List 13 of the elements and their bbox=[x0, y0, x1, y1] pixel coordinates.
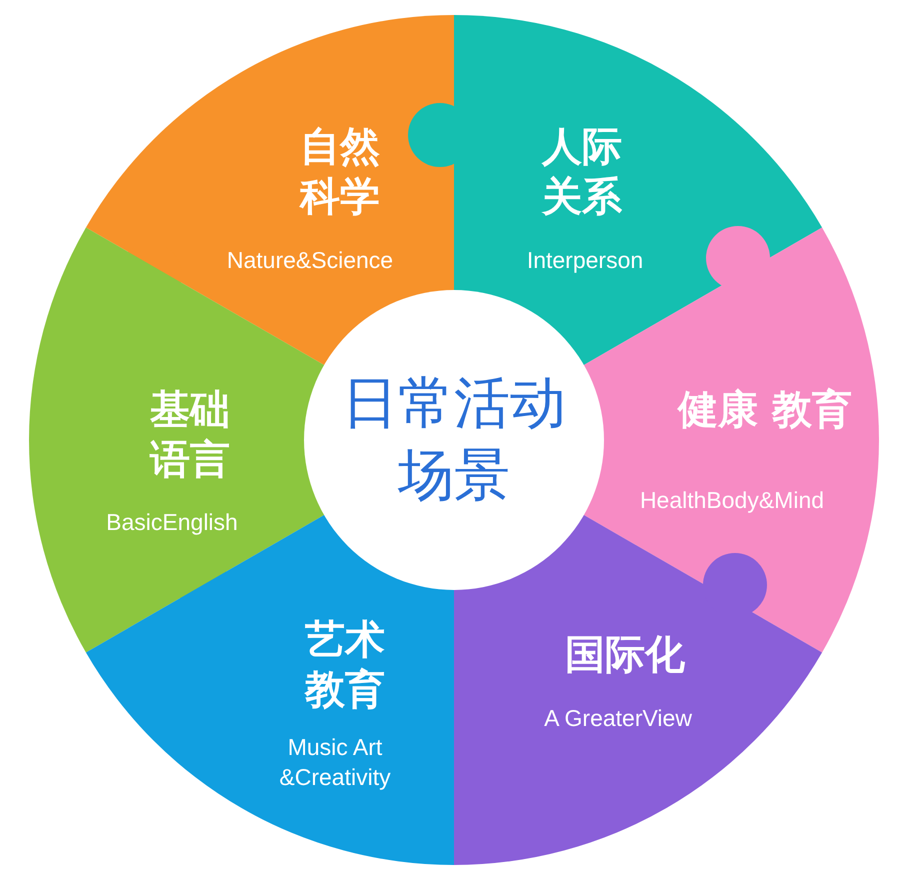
segment-title: 人际关系 bbox=[540, 122, 623, 222]
segment-title: 自然科学 bbox=[298, 122, 381, 222]
segment-title: 国际化 bbox=[564, 630, 686, 680]
segment-subtitle: BasicEnglish bbox=[105, 508, 239, 537]
segment-subtitle: A GreaterView bbox=[543, 704, 693, 733]
center-title: 日常活动场景 bbox=[341, 370, 567, 510]
segment-subtitle: Interperson bbox=[526, 246, 644, 275]
segment-subtitle: HealthBody&Mind bbox=[638, 486, 826, 515]
segment-title: 健康 教育 bbox=[678, 385, 852, 435]
segment-subtitle: Nature&Science bbox=[226, 246, 394, 275]
segment-title: 基础语言 bbox=[148, 385, 231, 485]
segment-subtitle: Music Art &Creativity bbox=[278, 733, 392, 792]
segment-title: 艺术教育 bbox=[303, 615, 386, 715]
